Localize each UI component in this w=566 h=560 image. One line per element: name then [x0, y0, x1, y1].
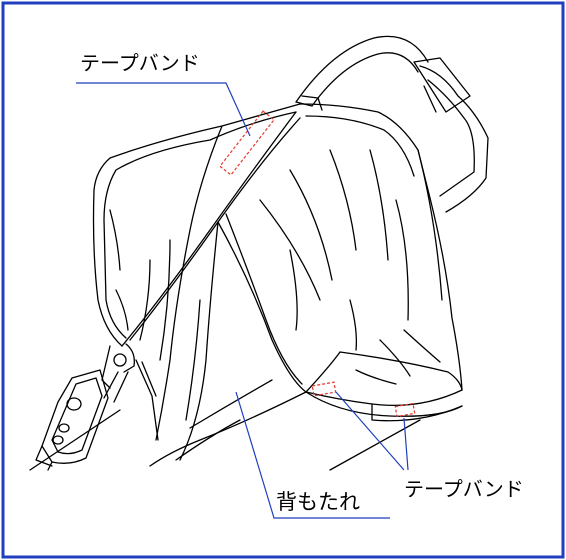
- leader-line-tape-band-bottom-right: [403, 417, 409, 471]
- tape-band-markers: [219, 110, 416, 418]
- leader-line-tape-band-bottom-left: [335, 391, 405, 471]
- tape-band-marker-top: [219, 110, 275, 176]
- canopy-body: [217, 149, 463, 422]
- tape-band-label-bottom: テープバンド: [404, 479, 524, 501]
- frame-hinge: [101, 343, 159, 441]
- brake-pedal: [35, 369, 109, 471]
- canopy-side: [109, 125, 307, 467]
- leader-line-tape-band-top: [76, 82, 251, 137]
- stroller-drawing: [29, 35, 489, 471]
- backrest-label: 背もたれ: [276, 491, 360, 514]
- leader-line-backrest: [235, 391, 390, 519]
- tape-band-marker-bottom-left: [311, 381, 337, 397]
- handle-bar: [295, 35, 489, 213]
- tape-band-marker-bottom-right: [394, 402, 416, 418]
- frame-legs: [29, 409, 421, 471]
- leader-lines: [76, 82, 409, 519]
- tape-band-label-top: テープバンド: [80, 53, 200, 75]
- canopy-hood: [92, 103, 431, 347]
